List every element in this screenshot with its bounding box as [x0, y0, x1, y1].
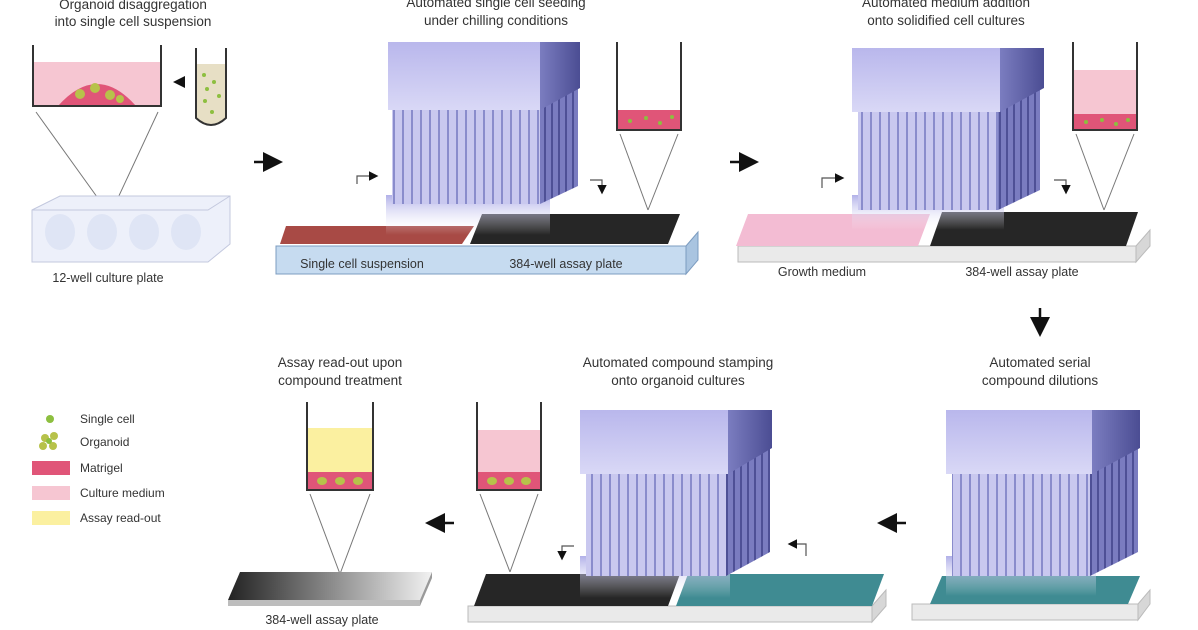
- legend: Single cell Organoid Matrigel Culture me…: [32, 412, 165, 525]
- move-arrow: [590, 179, 607, 195]
- step4-title-line2: compound dilutions: [982, 373, 1099, 388]
- move-arrow: [356, 171, 379, 184]
- matrigel-swatch: [32, 461, 70, 475]
- step6-title-line2: compound treatment: [278, 373, 402, 388]
- step1-plate-label: 12-well culture plate: [52, 271, 163, 285]
- organoid-swatch: [46, 438, 52, 444]
- step2-left-label: Single cell suspension: [300, 257, 424, 271]
- step5-title-line1: Automated compound stamping: [583, 355, 774, 370]
- step6-title-line1: Assay read-out upon: [278, 355, 403, 370]
- medium-well: [1072, 42, 1138, 211]
- readout-well: [306, 402, 374, 575]
- legend-label: Culture medium: [80, 486, 165, 500]
- legend-item-assay-readout: Assay read-out: [32, 511, 161, 525]
- step1-disaggregation: Organoid disaggregation into single cell…: [31, 0, 231, 285]
- seeded-well: [616, 42, 682, 211]
- legend-item-organoid: Organoid: [39, 432, 129, 450]
- legend-item-matrigel: Matrigel: [32, 461, 123, 475]
- legend-item-single-cell: Single cell: [46, 412, 135, 426]
- step3-right-label: 384-well assay plate: [965, 265, 1078, 279]
- step3-title-line1: Automated medium addition: [862, 0, 1030, 10]
- step3-medium-addition: Automated medium addition onto solidifie…: [736, 0, 1151, 279]
- step5-title-line2: onto organoid cultures: [611, 373, 745, 388]
- step6-assay-readout: Assay read-out upon compound treatment 3…: [228, 355, 432, 627]
- step2-right-label: 384-well assay plate: [509, 257, 622, 271]
- single-cell-swatch: [46, 415, 54, 423]
- legend-label: Assay read-out: [80, 511, 161, 525]
- legend-label: Single cell: [80, 412, 135, 426]
- pipetting-head: [386, 42, 580, 235]
- step2-title-line2: under chilling conditions: [424, 13, 568, 28]
- culture-medium-swatch: [32, 486, 70, 500]
- treated-well: [476, 402, 542, 573]
- cell-tube: [195, 48, 227, 126]
- 12-well-plate: [31, 195, 231, 263]
- step5-compound-stamping: Automated compound stamping onto organoi…: [467, 355, 887, 624]
- move-arrow: [821, 173, 845, 188]
- culture-dish: [32, 45, 162, 107]
- step1-title-line1: Organoid disaggregation: [59, 0, 207, 12]
- step4-title-line1: Automated serial: [989, 355, 1090, 370]
- move-arrow: [1054, 179, 1071, 195]
- step6-plate-label: 384-well assay plate: [265, 613, 378, 627]
- step3-left-label: Growth medium: [778, 265, 866, 279]
- step3-title-line2: onto solidified cell cultures: [867, 13, 1025, 28]
- step1-title-line2: into single cell suspension: [55, 14, 212, 29]
- move-arrow: [787, 539, 807, 556]
- pipetting-head: [946, 410, 1140, 596]
- step4-serial-dilutions: Automated serial compound dilutions: [911, 355, 1151, 622]
- legend-label: Organoid: [80, 435, 129, 449]
- pipetting-head: [580, 410, 772, 598]
- step2-cell-seeding: Automated single cell seeding under chil…: [275, 0, 699, 276]
- assay-readout-swatch: [32, 511, 70, 525]
- legend-label: Matrigel: [80, 461, 123, 475]
- pipetting-head: [852, 48, 1044, 230]
- legend-item-culture-medium: Culture medium: [32, 486, 165, 500]
- step2-title-line1: Automated single cell seeding: [406, 0, 585, 10]
- readout-plate: [228, 572, 432, 606]
- move-arrow: [557, 545, 574, 561]
